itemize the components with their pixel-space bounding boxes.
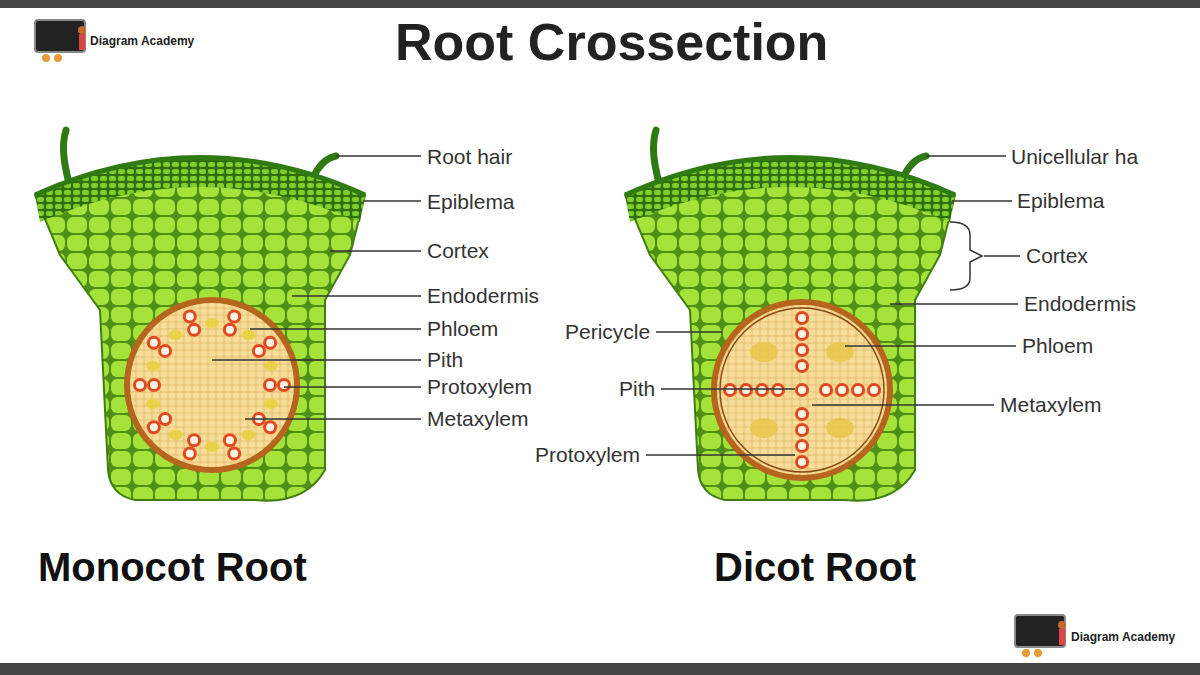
part-label: Epiblema bbox=[1017, 189, 1105, 213]
logo-icon bbox=[1015, 615, 1066, 657]
part-label: Protoxylem bbox=[427, 375, 532, 399]
part-label: Unicellular ha bbox=[1011, 145, 1138, 169]
part-label: Metaxylem bbox=[427, 407, 529, 431]
part-label: Endodermis bbox=[1024, 292, 1136, 316]
part-label: Pericycle bbox=[565, 320, 650, 344]
part-label: Pith bbox=[619, 377, 655, 401]
part-label: Endodermis bbox=[427, 284, 539, 308]
logo-text: Diagram Academy bbox=[90, 34, 194, 48]
part-label: Phloem bbox=[427, 317, 498, 341]
part-label: Protoxylem bbox=[535, 443, 640, 467]
page-title: Root Crossection bbox=[395, 12, 828, 72]
part-label: Metaxylem bbox=[1000, 393, 1102, 417]
part-label: Epiblema bbox=[427, 190, 515, 214]
part-label: Cortex bbox=[427, 239, 489, 263]
part-label: Pith bbox=[427, 348, 463, 372]
part-label: Root hair bbox=[427, 145, 512, 169]
part-label: Phloem bbox=[1022, 334, 1093, 358]
leader-lines bbox=[212, 156, 1020, 455]
logo-text: Diagram Academy bbox=[1071, 630, 1175, 644]
logo-icon bbox=[35, 20, 86, 62]
part-label: Cortex bbox=[1026, 244, 1088, 268]
section-caption: Dicot Root bbox=[714, 545, 916, 590]
section-caption: Monocot Root bbox=[38, 545, 307, 590]
